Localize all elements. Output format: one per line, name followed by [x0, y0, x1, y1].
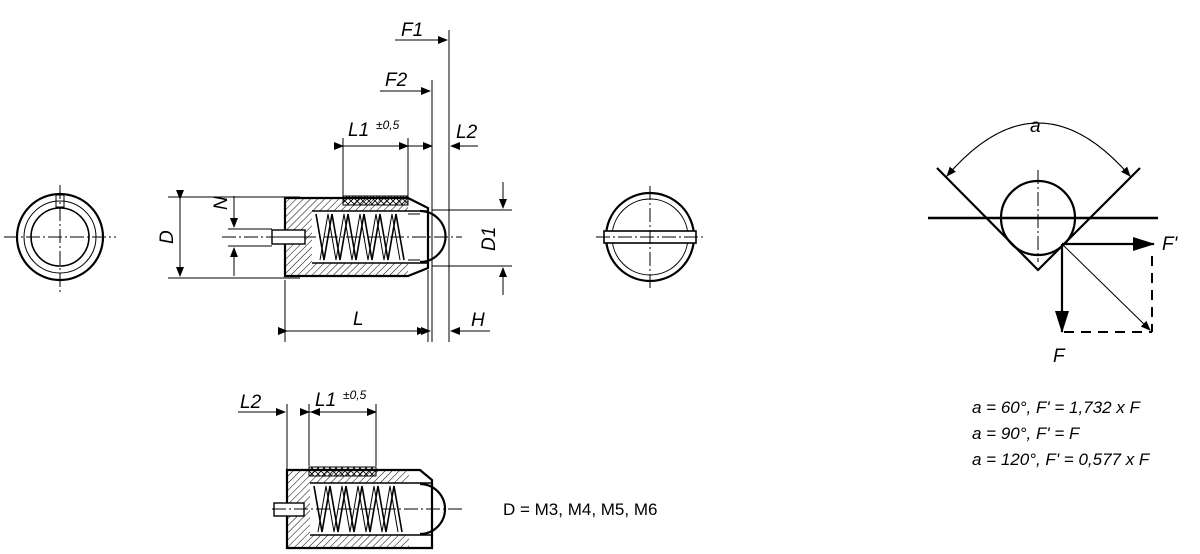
formula-90: a = 90°, F' = F	[972, 424, 1081, 443]
label-variant-l1: L1	[315, 390, 336, 411]
label-l1-tolerance: ±0,5	[376, 118, 400, 132]
label-variant-l2: L2	[240, 392, 262, 413]
formula-60: a = 60°, F' = 1,732 x F	[972, 398, 1141, 417]
label-l: L	[353, 309, 364, 330]
end-view-left	[4, 185, 116, 292]
label-d: D	[157, 230, 178, 244]
label-n: N	[211, 196, 232, 210]
label-l2: L2	[456, 122, 478, 143]
label-variant-l1-tolerance: ±0,5	[343, 388, 367, 402]
thread-size-note: D = M3, M4, M5, M6	[503, 500, 657, 519]
label-f: F	[1053, 346, 1066, 367]
main-dimensions	[168, 30, 512, 342]
variant-dimensions	[238, 404, 377, 469]
formula-120: a = 120°, F' = 0,577 x F	[972, 450, 1151, 469]
end-view-slotted	[596, 186, 704, 290]
force-diagram	[928, 122, 1158, 333]
main-section-view	[222, 195, 462, 278]
label-f1: F1	[401, 20, 423, 41]
label-d1: D1	[479, 227, 500, 251]
label-f-prime: F'	[1162, 234, 1179, 255]
label-alpha: a	[1030, 116, 1041, 137]
label-f2: F2	[385, 70, 408, 91]
variant-section-view	[272, 466, 462, 550]
label-h: H	[471, 310, 485, 331]
label-l1: L1	[348, 120, 369, 141]
